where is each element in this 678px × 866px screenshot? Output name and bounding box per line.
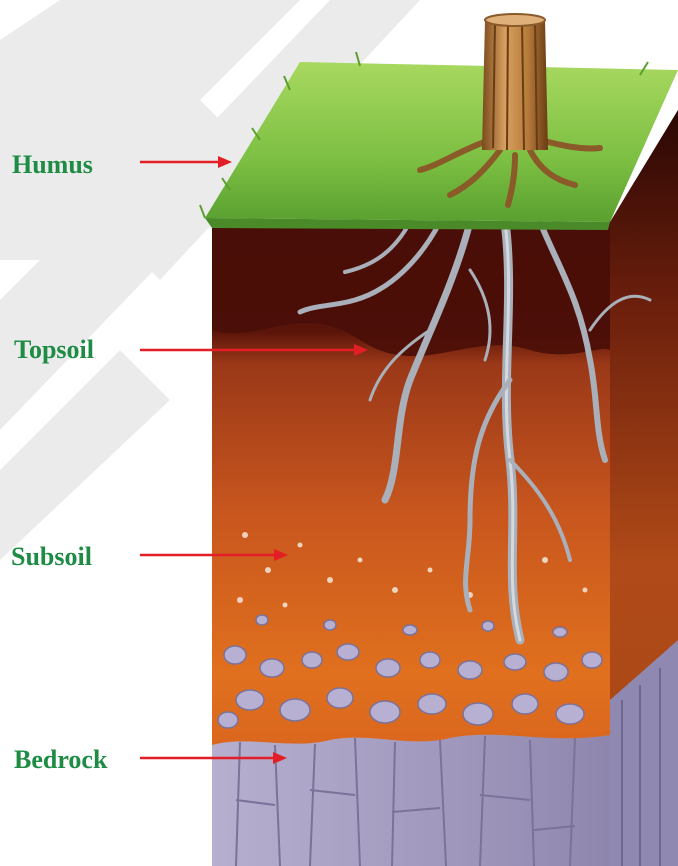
soil-block-side bbox=[610, 110, 678, 866]
label-subsoil: Subsoil bbox=[11, 542, 92, 572]
label-topsoil: Topsoil bbox=[14, 335, 94, 365]
label-bedrock: Bedrock bbox=[14, 745, 107, 775]
soil-block-front bbox=[212, 222, 610, 866]
label-humus: Humus bbox=[12, 150, 93, 180]
bedrock-layer bbox=[212, 735, 610, 866]
